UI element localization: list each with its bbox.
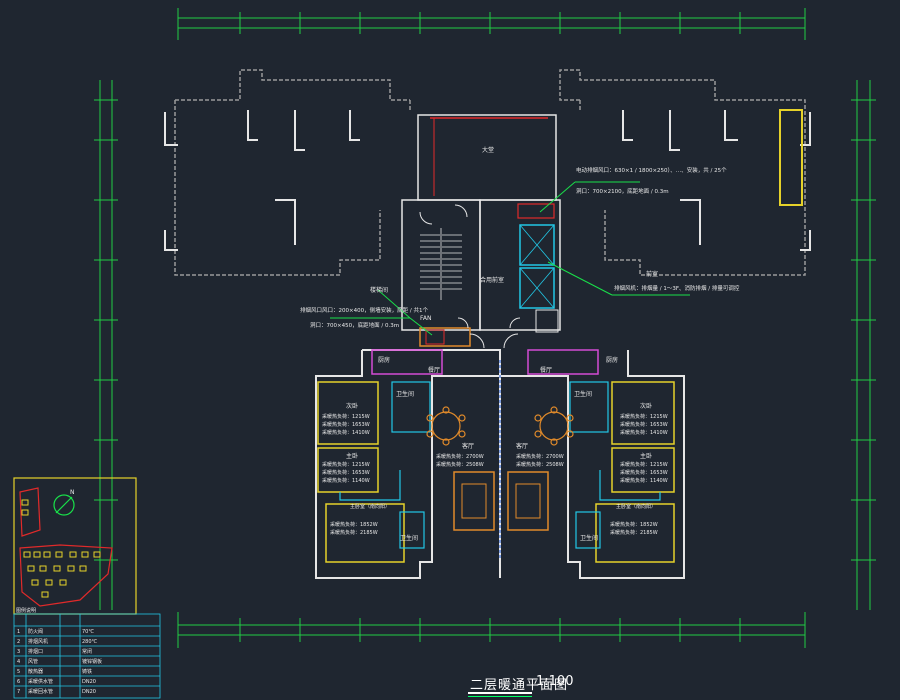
drawing-title: 二层暖通平面图 [470, 678, 569, 693]
legend-cell: 防火阀 [28, 628, 43, 635]
room-label: 卫生间 [396, 390, 414, 398]
heat-load: 采暖热负荷：1140W [322, 477, 370, 484]
room-label: 餐厅 [428, 366, 440, 374]
heat-load: 采暖热负荷：2185W [610, 529, 658, 536]
heat-load: 采暖热负荷：1852W [610, 521, 658, 528]
legend-cell: 6 [17, 679, 20, 685]
room-label: 厨房 [606, 356, 618, 364]
legend-cell: 采暖回水管 [28, 688, 53, 695]
annotation-left-2: 洞口：700×450，底距地面 / 0.3m [310, 321, 399, 329]
room-label: 餐厅 [540, 366, 552, 374]
leader-lines [330, 181, 690, 336]
room-label: 厨房 [378, 356, 390, 364]
legend-cell: 5 [17, 669, 20, 675]
legend-cell: 280℃ [82, 639, 98, 645]
heat-load: 采暖热负荷：1653W [322, 469, 370, 476]
annotation-right: 排烟风机：排烟量 / 1～3F、消防排烟 / 排量可调控 [614, 284, 740, 292]
dimension-ticks [94, 12, 876, 642]
heat-load: 采暖热负荷：1852W [330, 521, 378, 528]
drawing-title-block: 二层暖通平面图 1:100 [440, 672, 590, 698]
heating-pipes [339, 360, 661, 560]
legend-cell: 镀锌钢板 [82, 658, 102, 665]
heat-load: 采暖热负荷：1653W [620, 421, 668, 428]
room-label: 主卧 [640, 452, 652, 460]
heat-load: 采暖热负荷：1410W [322, 429, 370, 436]
legend-rows: 1 防火阀 70℃ 2 排烟风机 280℃ 3 排烟口 常闭 4 风管 镀锌钢板… [17, 628, 102, 695]
legend-cell: 散热器 [28, 668, 43, 675]
central-core [401, 114, 561, 347]
heat-load: 采暖热负荷：2185W [330, 529, 378, 536]
heat-load: 采暖热负荷：2508W [436, 461, 484, 468]
legend-cell: 采暖供水管 [28, 678, 53, 685]
legend-cell: 铸铁 [82, 668, 92, 675]
upper-outline [174, 69, 806, 276]
room-label: 主卧室（南向阳） [616, 503, 656, 510]
door-arcs [419, 204, 521, 349]
legend-cell: 排烟风机 [28, 638, 48, 645]
dining-table-right [534, 406, 574, 446]
room-label: 主卧 [346, 452, 358, 460]
heat-load: 采暖热负荷：1215W [620, 461, 668, 468]
drawing-scale: 1:100 [536, 674, 574, 689]
room-label: 次卧 [640, 402, 652, 410]
label-fan: FAN [420, 315, 432, 322]
legend-cell: 常闭 [82, 648, 92, 655]
annotation-top-right: 电动排烟风口：630×1 / 1800×250）、…、安装，共 / 25个 [576, 166, 727, 174]
legend-table [13, 613, 161, 699]
room-label: 主卧室（南向阳） [350, 503, 390, 510]
title-underline [468, 692, 532, 694]
annotation-top-right-2: 洞口：700×2100，底距地面 / 0.3m [576, 187, 669, 195]
heat-load: 采暖热负荷：1215W [620, 413, 668, 420]
legend-cell: 1 [17, 629, 20, 635]
room-label: 卫生间 [580, 534, 598, 542]
room-label: 卫生间 [400, 534, 418, 542]
site-plan-inset: N [13, 477, 137, 615]
heat-load: 采暖热负荷：1410W [620, 429, 668, 436]
legend-cell: 70℃ [82, 629, 94, 635]
room-label: 次卧 [346, 402, 358, 410]
room-label: 客厅 [462, 442, 474, 450]
label-stair: 楼梯间 [370, 286, 388, 294]
legend-cell: 排烟口 [28, 648, 43, 655]
dining-table-left [426, 406, 466, 446]
heat-load: 采暖热负荷：2700W [436, 453, 484, 460]
north-arrow-label: N [70, 489, 75, 496]
heat-load: 采暖热负荷：1140W [620, 477, 668, 484]
legend-cell: 7 [17, 689, 20, 695]
legend-cell: DN20 [82, 689, 96, 695]
apartment-right-labels: 厨房 餐厅 次卧 主卧 卫生间 客厅 主卧室（南向阳） 卫生间 采暖热负荷：12… [516, 356, 668, 542]
room-label: 客厅 [516, 442, 528, 450]
dimension-lines [99, 8, 871, 648]
heat-load: 采暖热负荷：1215W [322, 413, 370, 420]
upper-wall-stubs [164, 109, 811, 251]
stair [420, 228, 462, 300]
legend-header: 图例说明 [16, 607, 36, 614]
heat-load: 采暖热负荷：1653W [620, 469, 668, 476]
room-label: 卫生间 [574, 390, 592, 398]
apartment-right-walls [500, 349, 685, 579]
legend-cell: 风管 [28, 658, 38, 665]
title-underline-green [468, 696, 532, 697]
apartment-left-labels: 厨房 餐厅 次卧 主卧 卫生间 客厅 主卧室（南向阳） 卫生间 采暖热负荷：12… [322, 356, 484, 542]
heat-load: 采暖热负荷：1215W [322, 461, 370, 468]
legend-cell: 2 [17, 639, 20, 645]
label-front-room: 前室 [646, 270, 658, 278]
heat-load: 采暖热负荷：1653W [322, 421, 370, 428]
annotation-left: 排烟风口风口：200×400，侧墙安装，底距 / 共1个 [300, 306, 428, 314]
heat-load: 采暖热负荷：2700W [516, 453, 564, 460]
heat-load: 采暖热负荷：2508W [516, 461, 564, 468]
label-corridor: 合用前室 [480, 276, 504, 284]
legend-cell: DN20 [82, 679, 96, 685]
legend-cell: 3 [17, 649, 20, 655]
label-lobby: 大堂 [482, 146, 494, 154]
legend-cell: 4 [17, 659, 20, 665]
